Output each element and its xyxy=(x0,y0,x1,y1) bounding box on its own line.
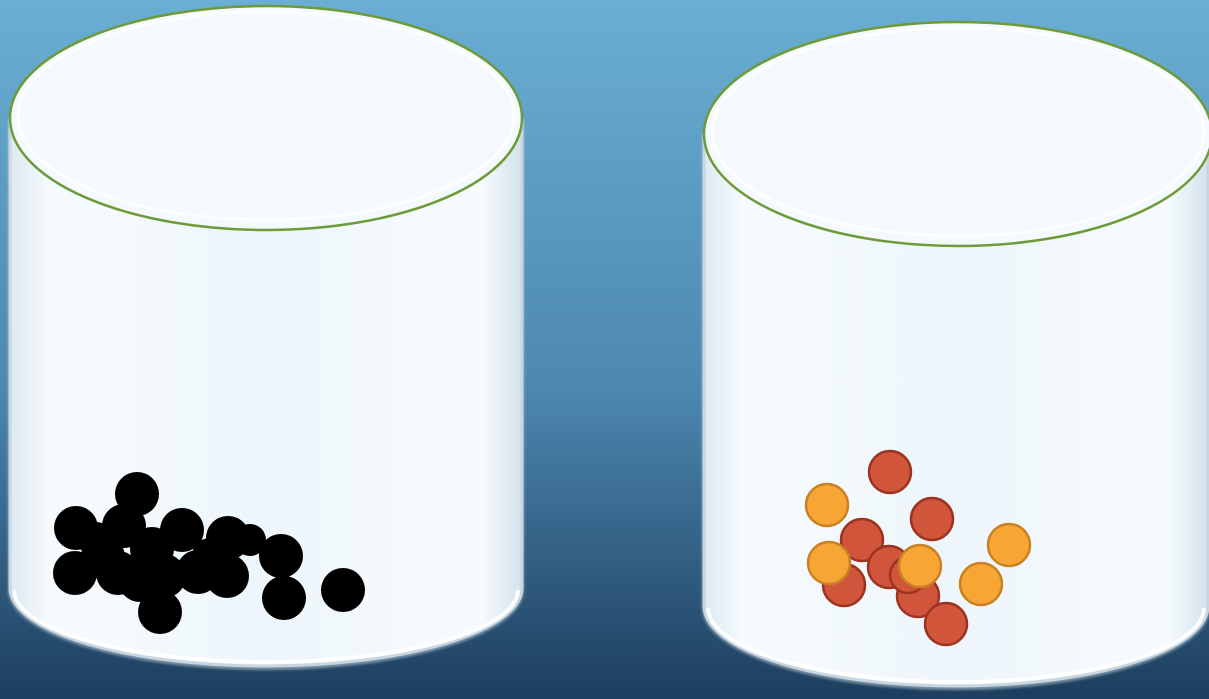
orange-ball xyxy=(808,542,850,584)
orange-ball xyxy=(988,524,1030,566)
orange-ball xyxy=(960,563,1002,605)
orange-ball xyxy=(899,545,941,587)
red-ball xyxy=(869,451,911,493)
black-ball xyxy=(53,551,97,595)
black-ball xyxy=(138,590,182,634)
black-ball xyxy=(192,538,228,574)
red-ball xyxy=(911,498,953,540)
left-container-opening xyxy=(10,6,522,230)
black-ball xyxy=(78,522,114,558)
orange-ball xyxy=(806,484,848,526)
right-container-opening xyxy=(704,22,1209,246)
black-ball xyxy=(321,568,365,612)
red-ball xyxy=(925,603,967,645)
black-ball xyxy=(262,576,306,620)
right-container xyxy=(702,22,1209,690)
black-ball xyxy=(234,524,266,556)
